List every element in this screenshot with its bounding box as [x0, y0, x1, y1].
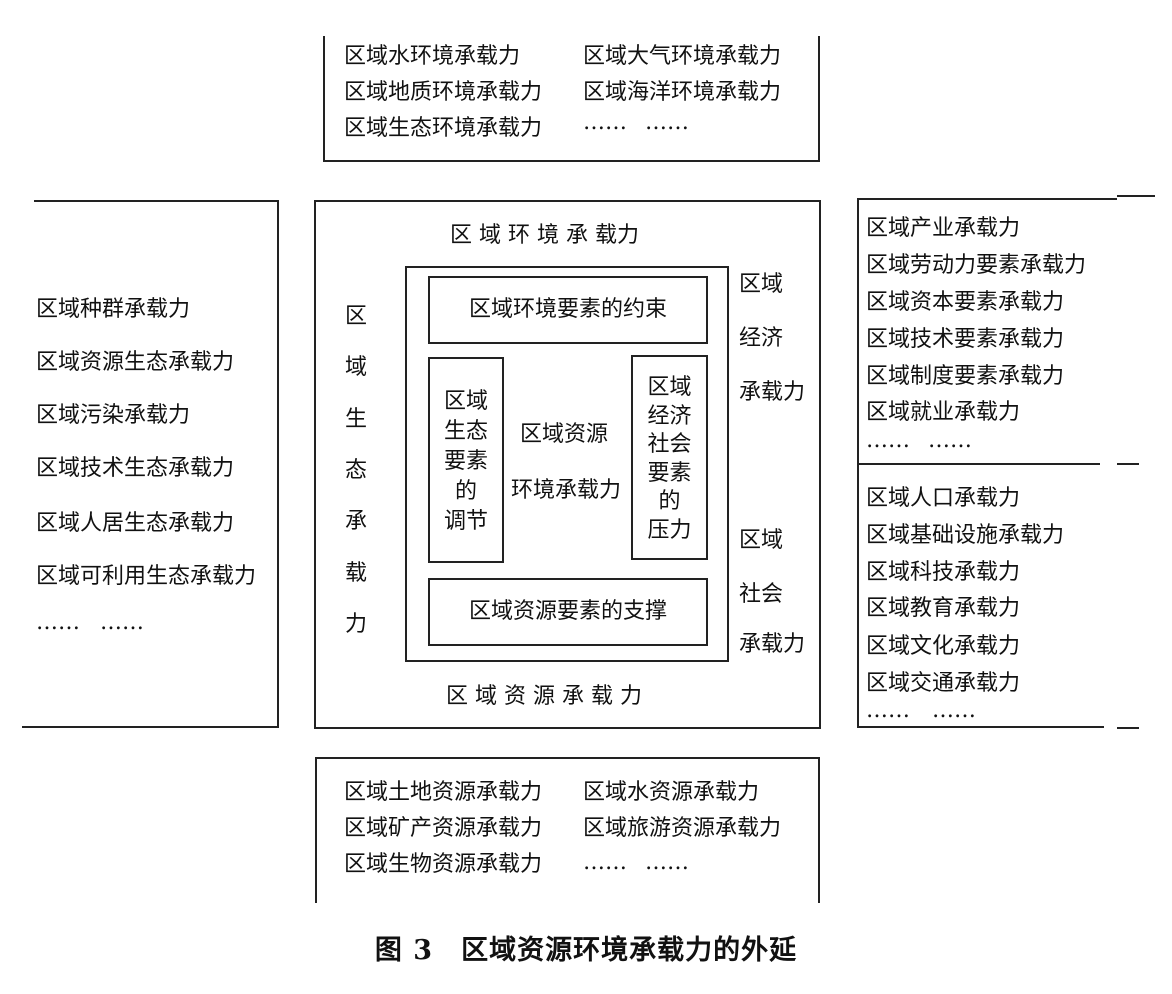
social-label-2: 社会	[739, 582, 784, 607]
left-item-resource-eco: 区域资源生态承载力	[36, 350, 235, 375]
right-item-employment: 区域就业承载力	[866, 400, 1021, 425]
right-item-culture: 区域文化承载力	[866, 634, 1021, 659]
right-soc-ellipsis-2: ……	[932, 698, 976, 723]
resource-support-label: 区域资源要素的支撑	[468, 599, 667, 624]
socioeconomic-pressure-line: 要素	[647, 460, 692, 486]
socioeconomic-pressure-line: 压力	[647, 517, 692, 543]
economic-label-3: 承载力	[739, 380, 806, 405]
top-item-air-env: 区域大气环境承载力	[583, 44, 782, 69]
eco-regulation-line: 的	[454, 479, 477, 504]
eco-regulation-line: 调节	[443, 509, 488, 534]
economic-label-2: 经济	[739, 326, 784, 351]
left-ellipsis-2: ……	[100, 610, 144, 635]
right-item-population: 区域人口承载力	[866, 486, 1021, 511]
eco-regulation-line: 要素	[443, 449, 488, 474]
bottom-item-water: 区域水资源承载力	[583, 780, 760, 805]
social-label-3: 承载力	[739, 632, 806, 657]
right-item-science: 区域科技承载力	[866, 560, 1021, 585]
bottom-item-land: 区域土地资源承载力	[344, 780, 543, 805]
top-item-geo-env: 区域地质环境承载力	[344, 80, 543, 105]
outer-top-label: 区 域 环 境 承 载力	[450, 223, 639, 248]
right-item-institution: 区域制度要素承载力	[866, 364, 1065, 389]
bottom-item-mineral: 区域矿产资源承载力	[344, 816, 543, 841]
left-ellipsis-1: ……	[36, 610, 80, 635]
bottom-ellipsis-2: ……	[645, 850, 689, 875]
right-soc-ellipsis-1: ……	[866, 698, 910, 723]
outer-left-char: 载	[344, 560, 367, 586]
eco-regulation-box: 区域 生态 要素 的 调节	[428, 357, 504, 563]
outer-left-label: 区 域 生 态 承 载 力	[341, 306, 371, 636]
outer-left-char: 力	[344, 611, 367, 637]
environment-constraint-label: 区域环境要素的约束	[468, 297, 667, 322]
top-item-water-env: 区域水环境承载力	[344, 44, 521, 69]
bottom-item-tourism: 区域旅游资源承载力	[583, 816, 782, 841]
resource-support-box: 区域资源要素的支撑	[428, 578, 708, 646]
outer-left-char: 态	[344, 457, 367, 483]
eco-regulation-line: 区域	[443, 389, 488, 414]
top-item-eco-env: 区域生态环境承载力	[344, 116, 543, 141]
right-item-industry: 区域产业承载力	[866, 216, 1021, 241]
right-item-capital: 区域资本要素承载力	[866, 290, 1065, 315]
core-label-2: 环境承载力	[511, 478, 622, 503]
socioeconomic-pressure-line: 经济	[647, 403, 692, 429]
social-label-1: 区域	[739, 528, 784, 553]
bottom-ellipsis-1: ……	[583, 850, 627, 875]
right-item-technology: 区域技术要素承载力	[866, 327, 1065, 352]
figure-caption: 图 3 区域资源环境承载力的外延	[374, 935, 798, 966]
bottom-item-biological: 区域生物资源承载力	[344, 852, 543, 877]
outer-left-char: 承	[344, 509, 367, 535]
left-item-usable-eco: 区域可利用生态承载力	[36, 564, 257, 589]
socioeconomic-pressure-line: 区域	[647, 375, 692, 400]
right-item-labor: 区域劳动力要素承载力	[866, 253, 1087, 278]
outer-bottom-label: 区 域 资 源 承 载 力	[446, 684, 642, 709]
left-item-population: 区域种群承载力	[36, 297, 191, 322]
right-eco-ellipsis-2: ……	[928, 428, 972, 453]
eco-regulation-line: 生态	[443, 419, 488, 444]
socioeconomic-pressure-box: 区域 经济 社会 要素 的 压力	[631, 355, 708, 560]
environment-constraint-box: 区域环境要素的约束	[428, 276, 708, 344]
left-item-habitat-eco: 区域人居生态承载力	[36, 511, 235, 536]
right-eco-ellipsis-1: ……	[866, 428, 910, 453]
right-item-education: 区域教育承载力	[866, 596, 1021, 621]
socioeconomic-pressure-line: 的	[658, 489, 681, 515]
top-item-ocean-env: 区域海洋环境承载力	[583, 80, 782, 105]
outer-frame	[314, 200, 821, 729]
outer-left-char: 区	[344, 304, 367, 329]
left-item-tech-eco: 区域技术生态承载力	[36, 456, 235, 481]
inner-frame	[405, 266, 729, 662]
core-label-1: 区域资源	[520, 422, 609, 447]
outer-left-char: 生	[344, 406, 367, 432]
socioeconomic-pressure-line: 社会	[647, 432, 692, 458]
outer-left-char: 域	[344, 355, 367, 381]
economic-label-1: 区域	[739, 272, 784, 297]
left-item-pollution: 区域污染承载力	[36, 403, 191, 428]
right-item-transport: 区域交通承载力	[866, 671, 1021, 696]
top-ellipsis-1: ……	[583, 110, 627, 135]
top-ellipsis-2: ……	[645, 110, 689, 135]
right-item-infrastructure: 区域基础设施承载力	[866, 523, 1065, 548]
